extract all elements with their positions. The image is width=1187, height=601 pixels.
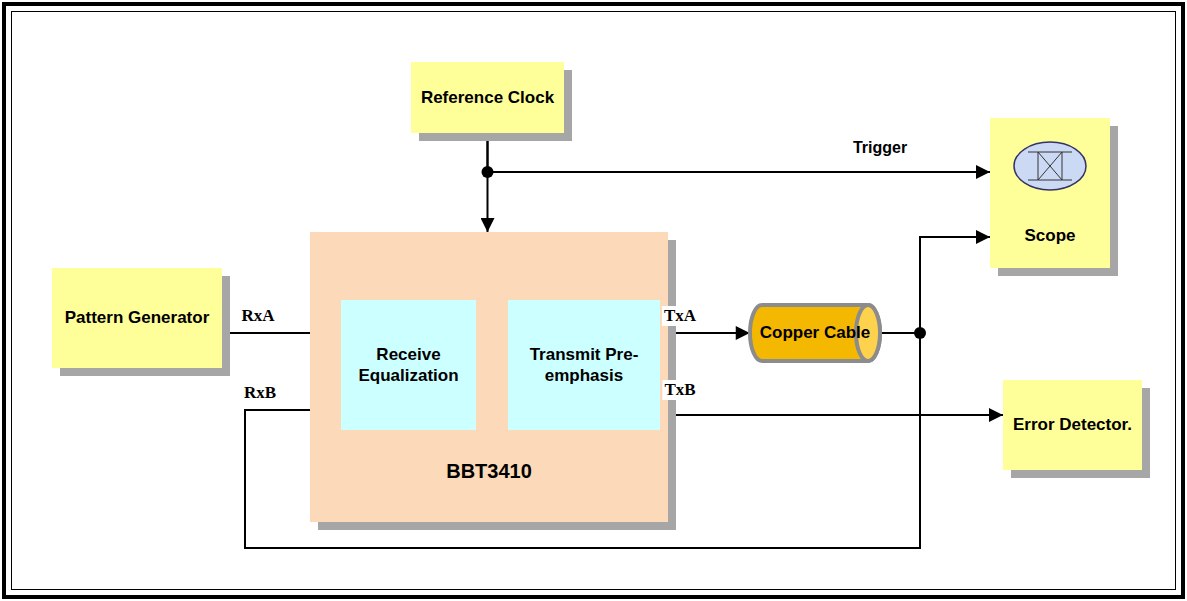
equalizer-block: Receive Equalization	[341, 300, 476, 430]
junction-dot	[914, 327, 926, 339]
signal-label: Trigger	[851, 139, 909, 157]
scope-screen	[1014, 142, 1086, 190]
signal-label: TxB	[662, 380, 697, 400]
junction-dot	[482, 166, 494, 178]
preemphasis-block: Transmit Pre-emphasis	[508, 300, 660, 430]
signal-wire	[487, 133, 489, 232]
node-label: Pattern Generator	[59, 307, 216, 328]
node-label: Transmit Pre-emphasis	[508, 344, 660, 387]
signal-wire	[660, 332, 750, 334]
connectors	[222, 133, 1003, 548]
scope-box: Scope	[990, 118, 1110, 268]
scope-icon	[1010, 138, 1090, 194]
signal-label: RxA	[239, 306, 276, 326]
node-label: Copper Cable	[754, 322, 877, 343]
node-label: Error Detector.	[1007, 414, 1138, 435]
generator-box: Pattern Generator	[52, 268, 222, 368]
signal-wire	[880, 237, 990, 333]
node-label: Reference Clock	[415, 87, 560, 108]
clock-box: Reference Clock	[411, 62, 564, 133]
eye-pattern	[1028, 152, 1072, 180]
node-label: BBT3410	[440, 459, 538, 484]
cable-cylinder: Copper Cable	[750, 302, 881, 364]
node-label: Scope	[1018, 225, 1081, 246]
cylinder-body	[750, 305, 880, 361]
chip-box: BBT3410 Receive Equalization Transmit Pre-…	[310, 232, 668, 522]
signal-wire	[660, 414, 1003, 416]
detector-box: Error Detector.	[1003, 380, 1142, 470]
signal-label: TxA	[662, 306, 698, 326]
signal-wire	[488, 133, 991, 172]
node-label: Receive Equalization	[341, 344, 476, 387]
signal-label: RxB	[242, 383, 278, 403]
